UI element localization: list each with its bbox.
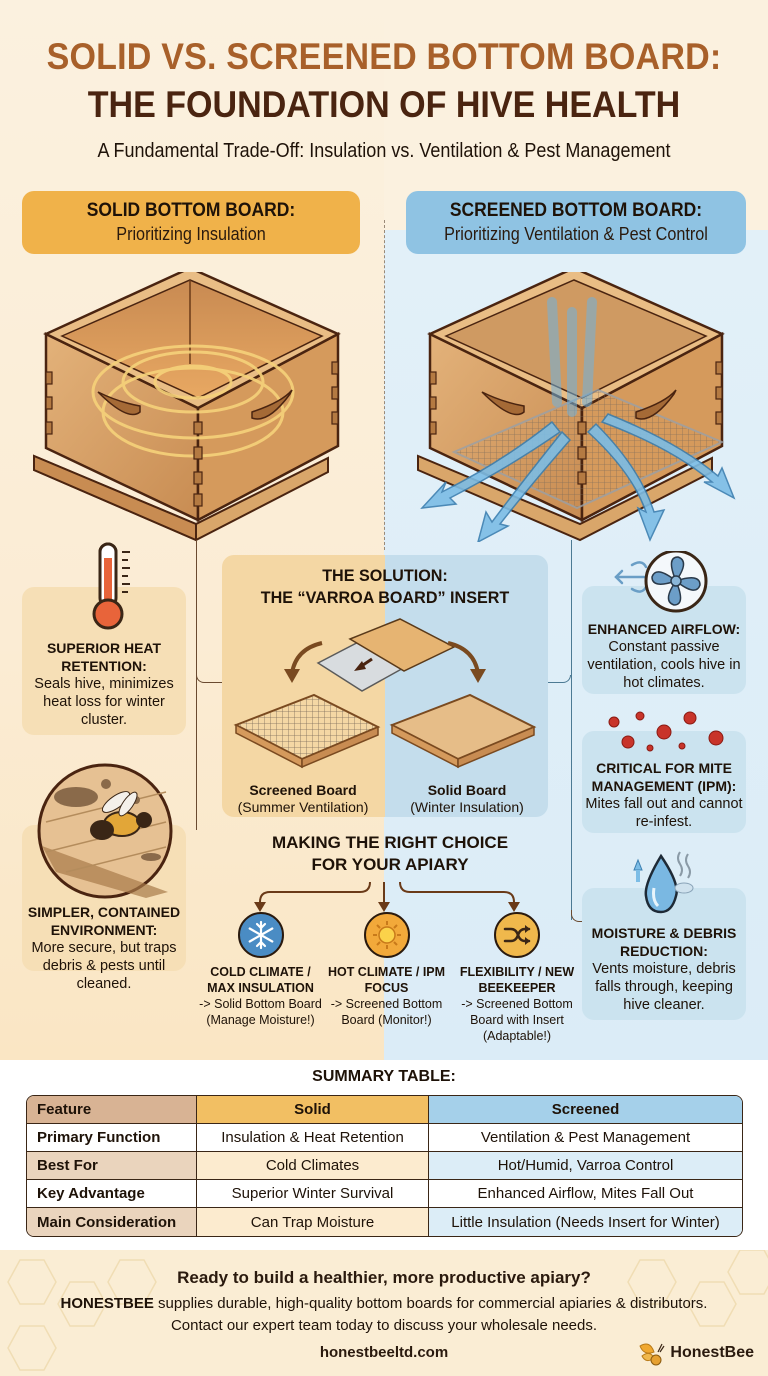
option-body: -> Solid Bottom Board (Manage Moisture!) — [199, 997, 322, 1027]
table-title: SUMMARY TABLE: — [312, 1068, 456, 1085]
feature-title: CRITICAL FOR MITE MANAGEMENT (IPM): — [591, 760, 737, 794]
cell-solid: Superior Winter Survival — [197, 1180, 429, 1208]
cell-solid: Cold Climates — [197, 1152, 429, 1180]
summary-table: Feature Solid Screened Primary Function … — [26, 1095, 743, 1237]
choice-title-line1: MAKING THE RIGHT CHOICE — [271, 833, 509, 852]
honestbee-logo[interactable]: HonestBee — [636, 1338, 754, 1368]
solution-title-line2: THE “VARROA BOARD” INSERT — [260, 588, 510, 607]
screened-header: SCREENED BOTTOM BOARD: Prioritizing Vent… — [406, 191, 746, 254]
solution-solid-note: (Winter Insulation) — [410, 799, 524, 815]
solution-panel: THE SOLUTION: THE “VARROA BOARD” INSERT … — [222, 555, 548, 817]
row-label: Primary Function — [27, 1124, 197, 1152]
feature-title: SUPERIOR HEAT RETENTION: — [46, 640, 162, 674]
row-label: Main Consideration — [27, 1208, 197, 1236]
cell-solid: Insulation & Heat Retention — [197, 1124, 429, 1152]
solution-right-bg — [385, 555, 548, 817]
cta-line1: HONESTBEE supplies durable, high-quality… — [0, 1295, 768, 1312]
feature-body: Mites fall out and cannot re-infest. — [585, 796, 743, 830]
fan-icon — [614, 551, 708, 613]
snowflake-icon — [237, 912, 284, 958]
page-title-line1: SOLID VS. SCREENED BOTTOM BOARD: — [46, 36, 722, 77]
cell-screened: Little Insulation (Needs Insert for Wint… — [429, 1208, 742, 1236]
table-row: Best For Cold Climates Hot/Humid, Varroa… — [27, 1152, 742, 1180]
solid-header-subtitle: Prioritizing Insulation — [116, 224, 266, 244]
page-title-line2: THE FOUNDATION OF HIVE HEALTH — [87, 84, 681, 125]
feature-title: SIMPLER, CONTAINED ENVIRONMENT: — [27, 904, 181, 938]
solution-solid-label: Solid Board (Winter Insulation) — [392, 782, 542, 816]
screened-header-subtitle: Prioritizing Ventilation & Pest Control — [444, 224, 708, 244]
option-hot-climate: HOT CLIMATE / IPM FOCUS -> Screened Bott… — [324, 912, 449, 1028]
cell-screened: Enhanced Airflow, Mites Fall Out — [429, 1180, 742, 1208]
feature-body: Constant passive ventilation, cools hive… — [587, 639, 741, 691]
screened-connector-bottom — [571, 910, 583, 922]
screened-hive-illustration — [417, 272, 736, 542]
water-drop-icon — [633, 851, 694, 914]
bee-logo-icon — [639, 1343, 665, 1366]
screened-connector-vertical — [571, 540, 572, 920]
option-title: HOT CLIMATE / IPM FOCUS — [327, 965, 446, 995]
feature-body: Seals hive, minimizes heat loss for wint… — [34, 676, 174, 728]
feature-title: ENHANCED AIRFLOW: — [587, 621, 741, 637]
feature-card-mite-management: CRITICAL FOR MITE MANAGEMENT (IPM): Mite… — [582, 731, 746, 833]
solution-title: THE SOLUTION: THE “VARROA BOARD” INSERT — [230, 565, 540, 609]
table-row: Main Consideration Can Trap Moisture Lit… — [27, 1208, 742, 1236]
solid-header-title: SOLID BOTTOM BOARD: — [86, 200, 296, 221]
feature-body: Vents moisture, debris falls through, ke… — [592, 961, 736, 1013]
feature-title: MOISTURE & DEBRIS REDUCTION: — [591, 925, 737, 959]
cta-line2: Contact our expert team today to discuss… — [170, 1317, 598, 1334]
solid-connector-to-solution — [196, 675, 222, 683]
cell-screened: Hot/Humid, Varroa Control — [429, 1152, 742, 1180]
row-label: Best For — [27, 1152, 197, 1180]
solution-screened-title: Screened Board — [249, 782, 357, 798]
column-header-screened: Screened — [429, 1096, 742, 1124]
feature-body: More secure, but traps debris & pests un… — [31, 940, 177, 992]
website-link[interactable]: honestbeeltd.com — [319, 1344, 449, 1361]
honeycomb-pattern — [7, 1250, 768, 1371]
solution-screened-label: Screened Board (Summer Ventilation) — [228, 782, 378, 816]
option-body: -> Screened Bottom Board (Monitor!) — [330, 997, 443, 1027]
option-title: FLEXIBILITY / NEW BEEKEEPER — [459, 965, 575, 995]
cell-screened: Ventilation & Pest Management — [429, 1124, 742, 1152]
solution-solid-title: Solid Board — [427, 782, 507, 798]
sun-icon — [363, 912, 410, 958]
option-body: -> Screened Bottom Board with Insert (Ad… — [461, 997, 573, 1043]
logo-text: HonestBee — [670, 1344, 754, 1361]
solution-screened-note: (Summer Ventilation) — [237, 799, 369, 815]
choice-title-line2: FOR YOUR APIARY — [311, 855, 469, 874]
shuffle-icon — [494, 912, 540, 958]
choice-title: MAKING THE RIGHT CHOICE FOR YOUR APIARY — [200, 832, 580, 876]
thermometer-icon — [92, 542, 130, 630]
table-header-row: Feature Solid Screened — [27, 1096, 742, 1124]
solution-title-line1: THE SOLUTION: — [322, 566, 448, 585]
screened-header-title: SCREENED BOTTOM BOARD: — [449, 200, 703, 221]
page-subtitle: A Fundamental Trade-Off: Insulation vs. … — [97, 140, 671, 162]
choice-arrows — [254, 881, 520, 912]
mites-icon — [608, 711, 724, 752]
option-title: COLD CLIMATE / MAX INSULATION — [207, 965, 314, 995]
cell-solid: Can Trap Moisture — [197, 1208, 429, 1236]
row-label: Key Advantage — [27, 1180, 197, 1208]
footer-cta: Ready to build a healthier, more product… — [0, 1250, 768, 1376]
varroa-insert-illustration — [233, 618, 537, 769]
solid-header: SOLID BOTTOM BOARD: Prioritizing Insulat… — [22, 191, 360, 254]
cta-question: Ready to build a healthier, more product… — [177, 1268, 591, 1287]
brand-name: HONESTBEE — [60, 1295, 154, 1312]
column-header-solid: Solid — [197, 1096, 429, 1124]
table-row: Key Advantage Superior Winter Survival E… — [27, 1180, 742, 1208]
cta-line1-text: supplies durable, high-quality bottom bo… — [153, 1295, 708, 1312]
center-divider — [384, 220, 385, 550]
table-row: Primary Function Insulation & Heat Reten… — [27, 1124, 742, 1152]
bee-debris-icon — [37, 763, 173, 899]
solid-connector-vertical — [196, 540, 197, 830]
column-header-feature: Feature — [27, 1096, 197, 1124]
solid-hive-illustration — [33, 272, 341, 542]
option-cold-climate: COLD CLIMATE / MAX INSULATION -> Solid B… — [198, 912, 323, 1028]
option-flexibility: FLEXIBILITY / NEW BEEKEEPER -> Screened … — [452, 912, 582, 1044]
